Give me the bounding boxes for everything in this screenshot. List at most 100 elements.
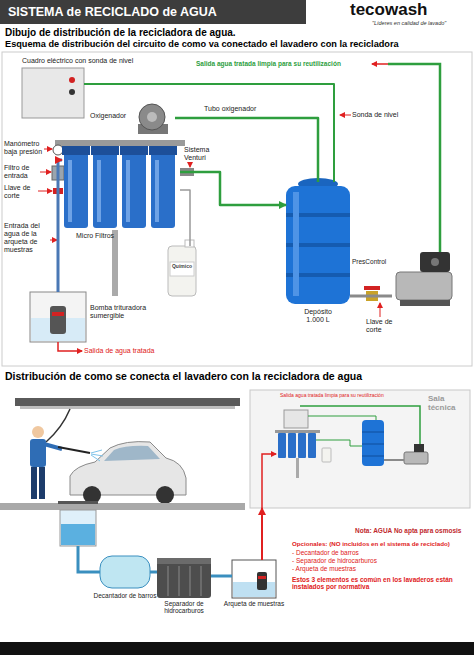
blower-body xyxy=(139,104,165,130)
technical-room: Sala técnica xyxy=(250,390,470,508)
tank-valve xyxy=(366,291,378,301)
pit-box xyxy=(30,292,86,342)
pipe-connector xyxy=(350,295,392,298)
steel-bar xyxy=(55,140,185,146)
pipe-connector xyxy=(84,84,334,182)
filter-highlight xyxy=(126,160,130,222)
sludge-decanter: Decantador de barros xyxy=(100,556,150,588)
spray-lance xyxy=(58,447,90,453)
leader-arrow xyxy=(380,303,381,317)
leader-arrow xyxy=(44,149,52,150)
filter-cartridge xyxy=(64,152,88,228)
mini-panel xyxy=(284,410,308,428)
washer-head xyxy=(32,426,44,438)
separator-body xyxy=(157,558,211,598)
mini-inlet xyxy=(262,454,276,508)
note: Opcionales: (NO incluidos en el sistema … xyxy=(292,540,450,547)
mini-outlet xyxy=(300,406,420,444)
mini-sensor-line xyxy=(308,416,376,420)
leader-arrow xyxy=(372,63,388,65)
part-label: Llave de corte xyxy=(366,318,402,334)
outlet-label: Salida agua tratada limpia para su reuti… xyxy=(196,60,341,67)
mini-tank xyxy=(362,420,384,466)
pipe-connector xyxy=(261,508,263,560)
storage-tank: Depósito 1.000 L xyxy=(286,182,350,304)
inlet-filter xyxy=(52,166,64,180)
note-item: - Arqueta de muestras xyxy=(292,565,356,572)
mini-feed-line xyxy=(316,440,362,446)
part-label: Manómetro baja presión xyxy=(4,140,44,156)
chamber-box xyxy=(232,560,276,598)
ceiling-light xyxy=(20,406,235,409)
leader-arrow xyxy=(40,172,51,173)
pressure-pump: PresControl xyxy=(392,250,454,308)
sample-chamber: Arqueta de muestras xyxy=(232,560,276,598)
node-text: Oxigenador xyxy=(90,112,126,120)
node-text: Arqueta de muestras xyxy=(222,600,286,607)
mini-filter xyxy=(298,433,306,458)
filter-cartridge xyxy=(122,152,146,228)
hose xyxy=(46,409,70,442)
part-label: Sonda de nivel xyxy=(352,111,398,119)
leader-arrow xyxy=(50,240,57,241)
bottle-body xyxy=(168,246,196,296)
pump-body xyxy=(396,272,452,300)
filter-highlight xyxy=(68,160,72,222)
filter-cap xyxy=(91,146,119,155)
prescontrol-gauge xyxy=(431,258,439,266)
washer-leg xyxy=(39,467,45,499)
shutoff-valve xyxy=(53,188,63,194)
chamber-water xyxy=(233,582,275,597)
filter-highlight xyxy=(155,160,159,222)
filter-cap xyxy=(120,146,148,155)
submersible-pump-pit: Bomba trituradora sumergible xyxy=(30,292,86,342)
note: Nota: AGUA No apta para osmosis xyxy=(355,527,461,534)
pipe-connector xyxy=(150,571,157,574)
pipe-connector xyxy=(180,190,190,246)
part-label: Filtro de entrada xyxy=(4,164,40,180)
oxygenator-blower: Oxigenador xyxy=(130,104,175,132)
filter-cartridge xyxy=(151,152,175,228)
room-area xyxy=(250,390,470,508)
drain-pipe xyxy=(78,546,100,572)
filter-cap xyxy=(149,146,177,155)
drain-pit xyxy=(60,510,96,546)
chamber-pump-band xyxy=(258,576,266,579)
filter-cap xyxy=(62,146,90,155)
treated-water-outlet xyxy=(388,64,440,252)
outlet-label: Salida agua tratada limpia para su reuti… xyxy=(280,393,384,399)
bottle-label xyxy=(170,262,194,276)
node-text: Bomba trituradora sumergible xyxy=(90,304,162,320)
mini-filter xyxy=(288,433,296,458)
mini-pipe xyxy=(384,459,404,461)
mini-controller xyxy=(414,444,424,452)
section-heading: Distribución de como se conecta el lavad… xyxy=(5,370,362,382)
leader-arrow xyxy=(340,115,351,116)
ground xyxy=(0,503,245,510)
brand-logo: tecowash xyxy=(350,0,427,20)
node-text: Separador de hidrocarburos xyxy=(151,600,217,615)
support-pole xyxy=(112,230,118,296)
top-frame xyxy=(2,52,472,366)
subtitle: Esquema de distribución del circuito de … xyxy=(5,39,399,50)
leader-arrow xyxy=(58,342,82,351)
panel-switch xyxy=(69,89,75,95)
mini-filter xyxy=(278,433,286,458)
note: Estos 3 elementos es común en los lavade… xyxy=(292,576,470,591)
electrical-panel: Cuadro eléctrico con sonda de nivel xyxy=(22,68,84,118)
node-text: Micro Filtros xyxy=(76,232,114,240)
part-label: Tubo oxigenador xyxy=(204,105,256,113)
mini-tank-ridges xyxy=(362,432,384,456)
filter-cartridge xyxy=(93,152,117,228)
chemical-bottle: Químico xyxy=(168,246,196,296)
part-label: Llave de corte xyxy=(4,184,38,200)
tank-body xyxy=(286,186,350,304)
panel-body xyxy=(22,68,84,118)
pump-base xyxy=(400,300,450,306)
brand-tagline: "Líderes en calidad de lavado" xyxy=(372,20,446,26)
node-text: PresControl xyxy=(352,258,386,265)
note-item: - Decantador de barros xyxy=(292,549,359,556)
prescontrol-box xyxy=(420,252,450,272)
